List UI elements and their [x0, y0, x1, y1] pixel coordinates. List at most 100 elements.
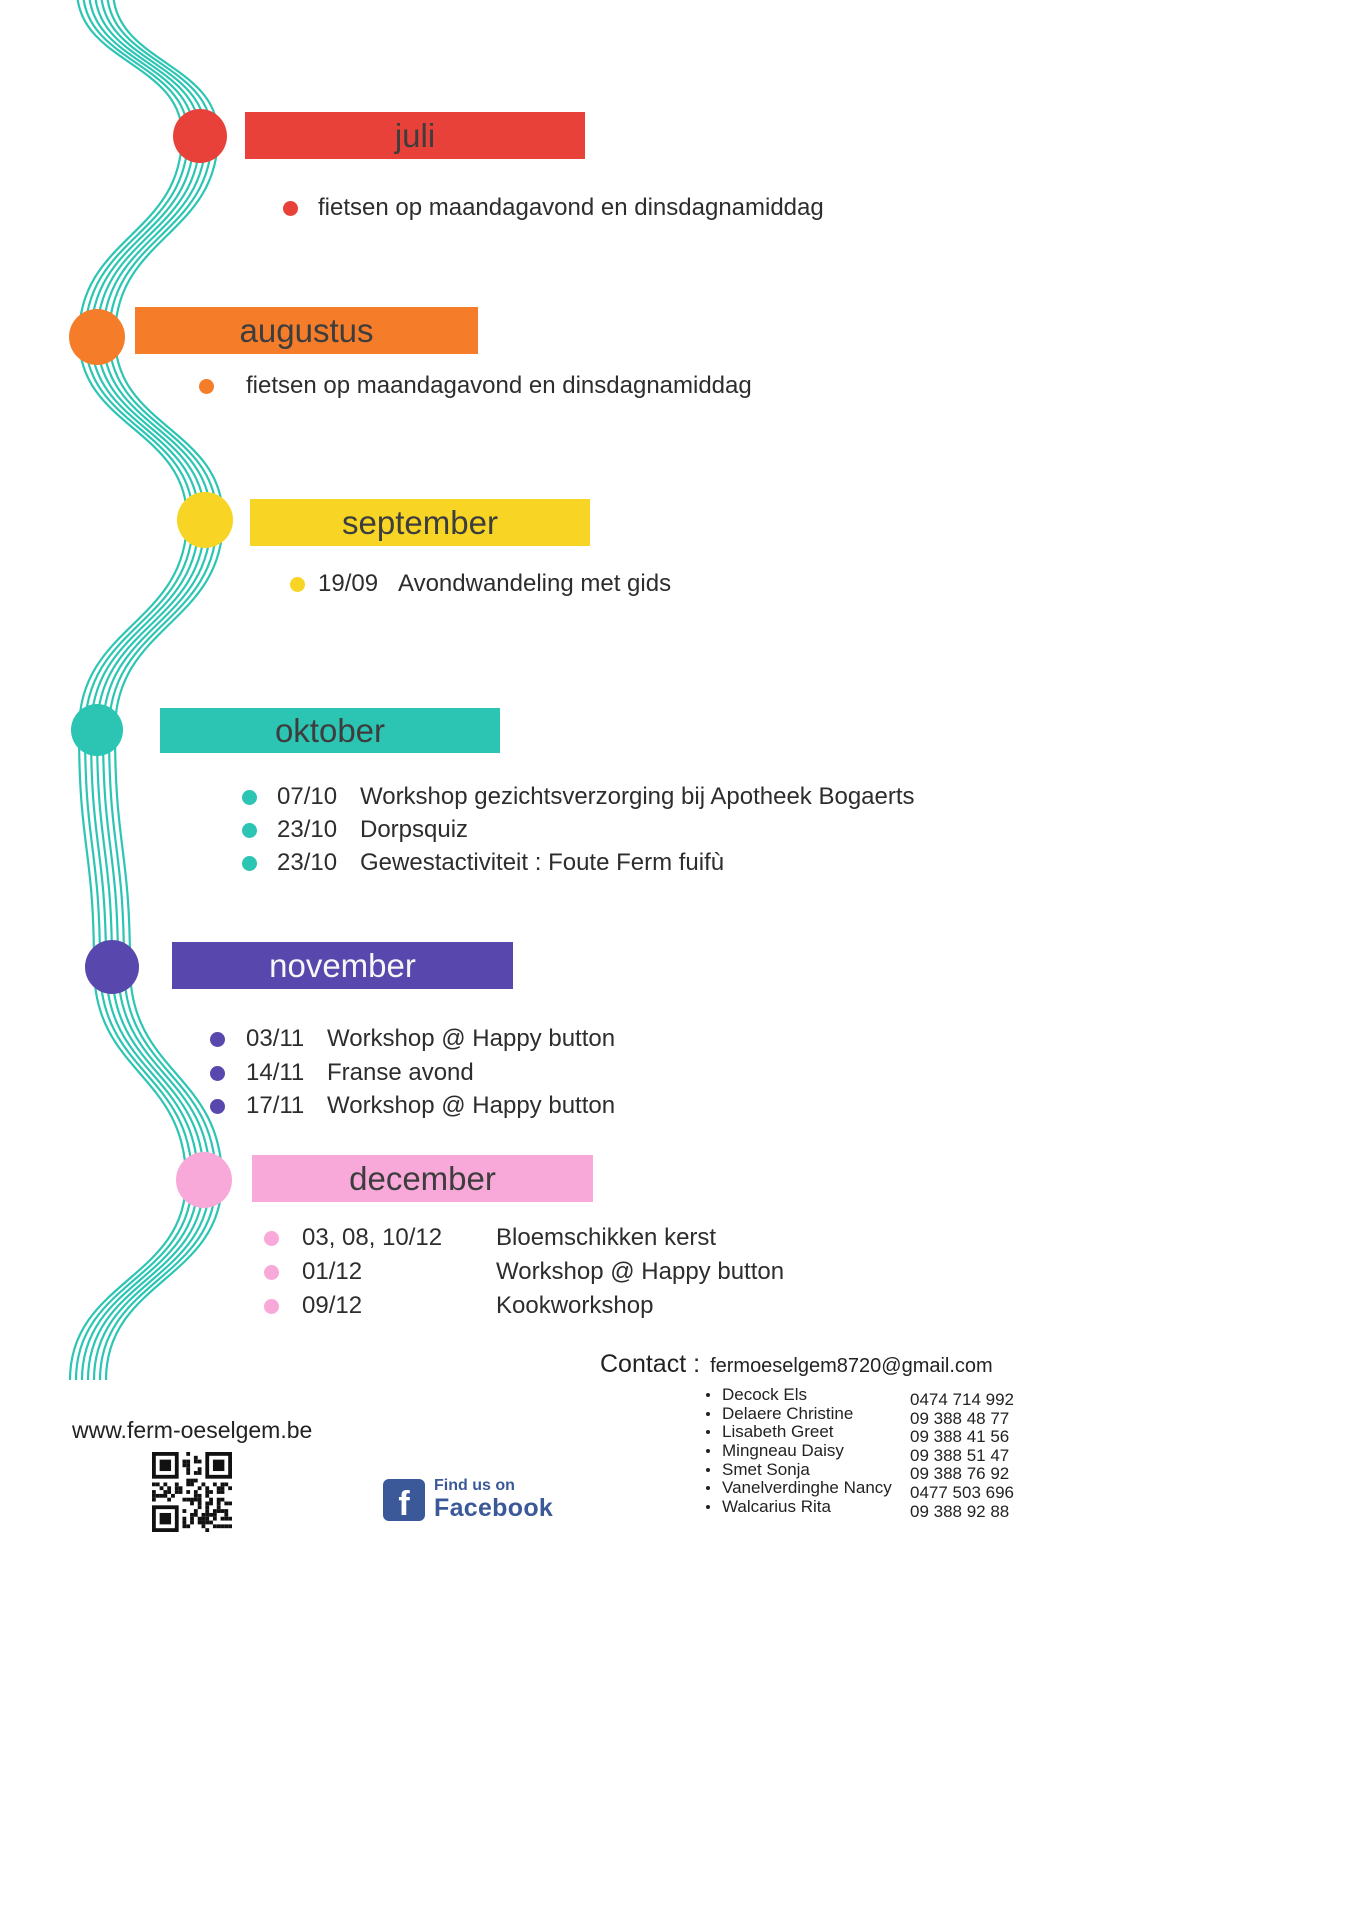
facebook-text: Find us on Facebook: [434, 1477, 554, 1522]
month-banner-augustus: augustus: [135, 307, 478, 354]
month-banner-oktober: oktober: [160, 708, 500, 753]
person-name: Vanelverdinghe Nancy: [722, 1478, 892, 1498]
event-date: 09/12: [302, 1292, 363, 1319]
person-phone: 0474 714 992: [910, 1390, 1014, 1409]
month-node-oktober: [71, 704, 123, 756]
bullet-icon: [290, 576, 305, 592]
bullet-icon: [706, 1486, 710, 1491]
event-row: 01/12 Workshop @ Happy button: [264, 1256, 784, 1288]
month-node-september: [177, 492, 233, 548]
month-node-december: [176, 1152, 232, 1208]
event-text: Gewestactiviteit : Foute Ferm fuifù: [360, 849, 725, 876]
person-phone: 0477 503 696: [910, 1482, 1014, 1502]
person-phone: 09 388 92 88: [910, 1501, 1010, 1521]
person-name: Mingneau Daisy: [722, 1441, 844, 1461]
list-item: Lisabeth Greet: [706, 1422, 892, 1442]
facebook-letter: f: [398, 1485, 410, 1521]
bullet-icon: [706, 1411, 710, 1416]
event-row: 09/12 Kookworkshop: [264, 1290, 653, 1322]
event-row: 17/11 Workshop @ Happy button: [210, 1090, 615, 1122]
list-item: Decock Els: [706, 1385, 892, 1405]
month-banner-november: november: [172, 942, 513, 989]
event-row: 14/11 Franse avond: [210, 1057, 474, 1089]
facebook-badge[interactable]: f Find us on Facebook: [383, 1477, 554, 1522]
event-date: 17/11: [246, 1092, 305, 1119]
event-date: 19/09: [318, 570, 379, 597]
event-date: 03/11: [246, 1025, 305, 1052]
event-row: 03/11 Workshop @ Happy button: [210, 1023, 615, 1055]
bullet-icon: [242, 822, 257, 838]
event-text: fietsen op maandagavond en dinsdagnamidd…: [318, 194, 824, 221]
person-name: Smet Sonja: [722, 1459, 810, 1479]
month-banner-juli: juli: [245, 112, 585, 159]
month-node-november: [85, 940, 139, 994]
month-title-juli: juli: [394, 116, 436, 154]
person-phone: 09 388 76 92: [910, 1464, 1010, 1484]
bullet-icon: [706, 1393, 710, 1398]
qr-code[interactable]: [152, 1452, 232, 1532]
bullet-icon: [264, 1230, 279, 1246]
event-row: 07/10 Workshop gezichtsverzorging bij Ap…: [242, 781, 915, 813]
list-item: Mingneau Daisy: [706, 1441, 892, 1461]
event-row: 23/10 Gewestactiviteit : Foute Ferm fuif…: [242, 847, 724, 879]
bullet-icon: [199, 378, 214, 394]
event-date: 03, 08, 10/12: [302, 1224, 443, 1251]
bullet-icon: [283, 200, 298, 216]
event-text: Workshop @ Happy button: [327, 1025, 616, 1052]
list-item: Delaere Christine: [706, 1403, 892, 1424]
contact-people-list: Decock Els Delaere Christine Lisabeth Gr…: [706, 1385, 892, 1517]
bullet-icon: [706, 1504, 710, 1509]
month-title-september: september: [342, 503, 498, 541]
event-text: Franse avond: [327, 1059, 474, 1086]
event-text: Avondwandeling met gids: [398, 570, 672, 597]
person-phone: 09 388 48 77: [910, 1408, 1010, 1428]
bullet-icon: [264, 1298, 279, 1314]
facebook-find-us: Find us on: [434, 1477, 515, 1494]
bullet-icon: [210, 1065, 225, 1081]
event-date: 23/10: [277, 816, 338, 843]
bullet-icon: [242, 789, 257, 805]
month-banner-september: september: [250, 499, 590, 546]
facebook-label: Facebook: [434, 1493, 554, 1522]
event-row: 23/10 Dorpsquiz: [242, 814, 468, 846]
person-name: Lisabeth Greet: [722, 1422, 834, 1442]
event-text: Kookworkshop: [496, 1292, 654, 1319]
person-name: Delaere Christine: [722, 1403, 854, 1423]
event-text: Bloemschikken kerst: [496, 1224, 717, 1251]
event-date: 07/10: [277, 783, 338, 810]
person-phone: 09 388 41 56: [910, 1427, 1010, 1447]
bullet-icon: [210, 1098, 225, 1114]
list-item: Vanelverdinghe Nancy: [706, 1478, 892, 1498]
month-node-augustus: [69, 309, 125, 365]
bullet-icon: [706, 1449, 710, 1454]
bullet-icon: [264, 1264, 279, 1280]
event-date: 14/11: [246, 1059, 305, 1086]
event-row: 03, 08, 10/12 Bloemschikken kerst: [264, 1222, 716, 1254]
event-date: 23/10: [277, 849, 338, 876]
month-title-december: december: [349, 1159, 496, 1197]
event-text: Dorpsquiz: [360, 816, 469, 843]
event-row: 19/09 Avondwandeling met gids: [290, 568, 671, 600]
contact-label: Contact :: [600, 1350, 701, 1378]
person-phone: 09 388 51 47: [910, 1445, 1010, 1465]
bullet-icon: [706, 1467, 710, 1472]
bullet-icon: [706, 1430, 710, 1435]
event-date: 01/12: [302, 1258, 363, 1285]
event-row: fietsen op maandagavond en dinsdagnamidd…: [283, 192, 824, 224]
bullet-icon: [242, 855, 257, 871]
contact-email[interactable]: fermoeselgem8720@gmail.com: [710, 1355, 993, 1377]
month-banner-december: december: [252, 1155, 593, 1202]
event-row: fietsen op maandagavond en dinsdagnamidd…: [199, 370, 752, 402]
month-node-juli: [173, 109, 227, 163]
event-text: Workshop @ Happy button: [327, 1092, 616, 1119]
event-text: Workshop gezichtsverzorging bij Apotheek…: [360, 783, 915, 810]
facebook-icon: f: [383, 1478, 425, 1521]
website-url[interactable]: www.ferm-oeselgem.be: [72, 1417, 313, 1443]
person-name: Walcarius Rita: [722, 1496, 831, 1516]
month-title-november: november: [269, 946, 416, 984]
person-name: Decock Els: [722, 1385, 808, 1405]
contact-phone-list: 0474 714 992 09 388 48 77 09 388 41 56 0…: [910, 1390, 1014, 1521]
list-item: Walcarius Rita: [706, 1496, 892, 1517]
month-title-augustus: augustus: [239, 311, 374, 349]
